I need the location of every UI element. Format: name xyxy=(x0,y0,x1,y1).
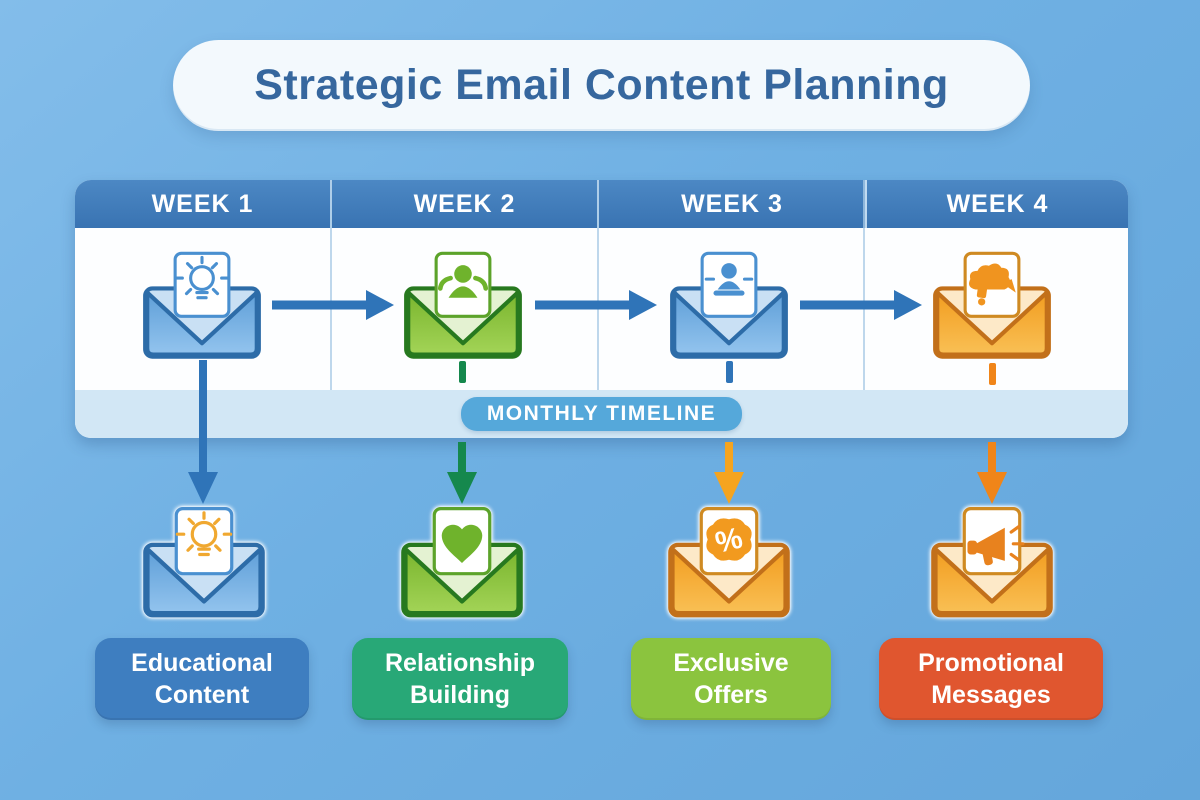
category-box-promotional-messages: Promotional Messages xyxy=(879,638,1103,720)
column-divider-3 xyxy=(863,180,865,390)
down-arrow-week3 xyxy=(714,442,744,504)
column-divider-2 xyxy=(597,180,599,390)
timeline-strip: MONTHLY TIMELINE xyxy=(75,390,1128,438)
flow-arrow-right-1 xyxy=(272,290,394,320)
title-banner: Strategic Email Content Planning xyxy=(173,40,1030,131)
connector-tick-week3 xyxy=(726,361,733,383)
envelope-week2-people xyxy=(401,250,525,362)
week-header-3: WEEK 3 xyxy=(597,180,865,228)
down-arrow-week1 xyxy=(188,440,218,504)
week-header-4: WEEK 4 xyxy=(865,180,1128,228)
envelope-week1-lightbulb xyxy=(140,250,264,362)
envelope-week4-promo xyxy=(930,250,1054,362)
week-header-row: WEEK 1 WEEK 2 WEEK 3 WEEK 4 xyxy=(75,180,1128,228)
connector-tick-week2 xyxy=(459,361,466,383)
down-arrow-week2 xyxy=(447,442,477,504)
envelope-educational-lightbulb xyxy=(140,505,268,621)
flow-arrow-right-2 xyxy=(535,290,657,320)
category-box-relationship-building: Relationship Building xyxy=(352,638,568,720)
week-header-1: WEEK 1 xyxy=(151,189,254,218)
category-box-educational-content: Educational Content xyxy=(95,638,309,720)
down-arrow-week4 xyxy=(977,442,1007,504)
column-divider-1 xyxy=(330,180,332,390)
week-header-2: WEEK 2 xyxy=(330,180,597,228)
page-title: Strategic Email Content Planning xyxy=(254,61,949,109)
timeline-badge: MONTHLY TIMELINE xyxy=(460,397,743,431)
category-box-exclusive-offers: Exclusive Offers xyxy=(631,638,831,720)
envelope-offers-percent: % xyxy=(665,505,793,621)
connector-line-week1 xyxy=(199,360,207,446)
envelope-relationship-heart xyxy=(398,505,526,621)
connector-tick-week4 xyxy=(989,363,996,385)
flow-arrow-right-3 xyxy=(800,290,922,320)
envelope-promo-megaphone xyxy=(928,505,1056,621)
envelope-week3-person xyxy=(667,250,791,362)
